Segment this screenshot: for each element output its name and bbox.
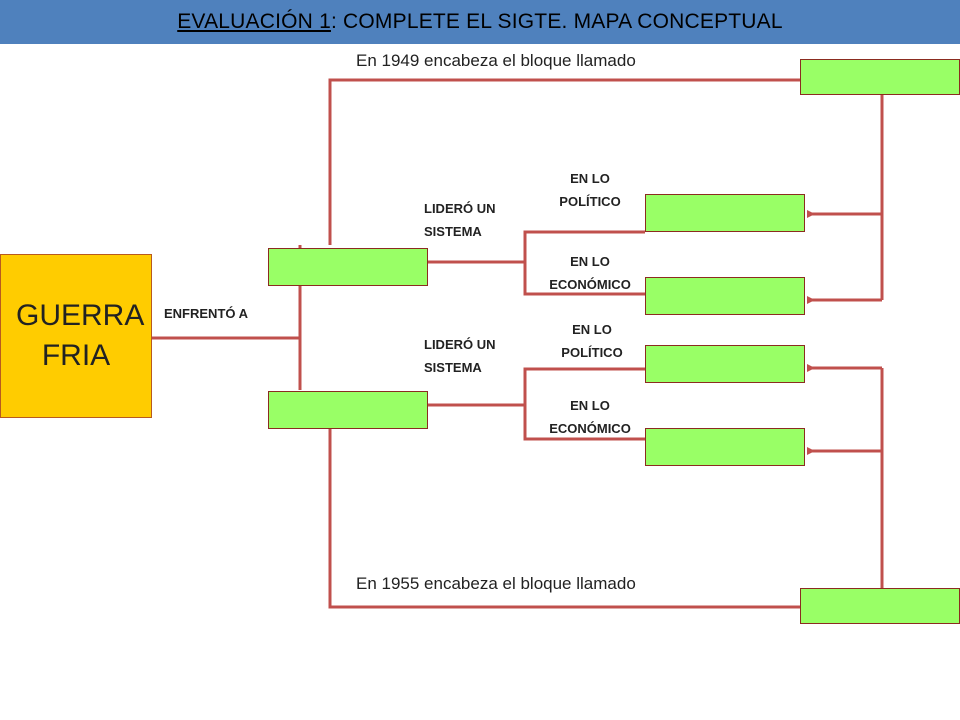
label-economico-bottom: EN LO ECONÓMICO bbox=[549, 398, 631, 436]
label-lidero-bottom: LIDERÓ UN SISTEMA bbox=[424, 337, 496, 375]
link-1955 bbox=[328, 428, 800, 609]
title-rest: : COMPLETE EL SIGTE. MAPA CONCEPTUAL bbox=[330, 10, 783, 33]
answer-box-bloc-1949[interactable] bbox=[800, 59, 960, 95]
annotation-1955: En 1955 encabeza el bloque llamado bbox=[356, 574, 636, 593]
guerra-fria-node: GUERRA FRIA bbox=[0, 254, 152, 418]
title-underlined: EVALUACIÓN 1 bbox=[177, 10, 331, 33]
label-lidero-top: LIDERÓ UN SISTEMA bbox=[424, 201, 496, 239]
link-top-politico bbox=[523, 230, 645, 296]
answer-box-country-1[interactable] bbox=[268, 248, 428, 286]
annotation-1949: En 1949 encabeza el bloque llamado bbox=[356, 51, 636, 70]
label-politico-top: EN LO POLÍTICO bbox=[559, 171, 621, 209]
answer-box-country-2[interactable] bbox=[268, 391, 428, 429]
answer-box-politico-2[interactable] bbox=[645, 345, 805, 383]
answer-box-economico-2[interactable] bbox=[645, 428, 805, 466]
label-politico-bottom: EN LO POLÍTICO bbox=[561, 322, 623, 360]
answer-box-economico-1[interactable] bbox=[645, 277, 805, 315]
answer-box-politico-1[interactable] bbox=[645, 194, 805, 232]
title-bar: EVALUACIÓN 1: COMPLETE EL SIGTE. MAPA CO… bbox=[0, 0, 960, 44]
link-1949 bbox=[328, 78, 800, 245]
answer-box-bloc-1955[interactable] bbox=[800, 588, 960, 624]
link-bottom-politico bbox=[523, 367, 645, 441]
guerra-fria-label: GUERRA FRIA bbox=[16, 299, 145, 372]
label-economico-top: EN LO ECONÓMICO bbox=[549, 254, 631, 292]
label-enfrento: ENFRENTÓ A bbox=[164, 306, 249, 321]
